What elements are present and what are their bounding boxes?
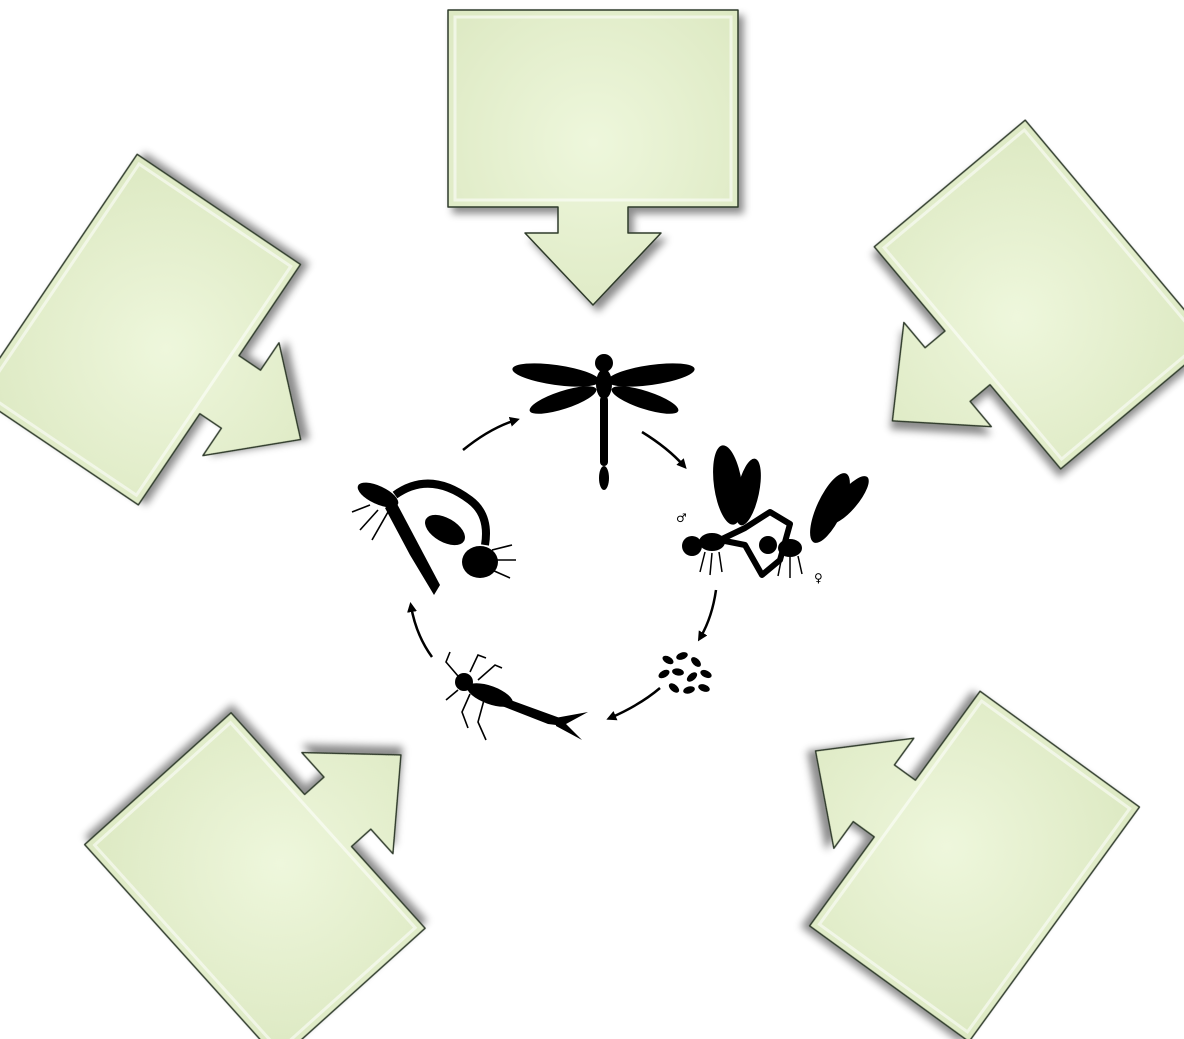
female-symbol: ♀ <box>814 571 823 585</box>
cycle-arrow-5 <box>407 602 434 658</box>
male-symbol: ♂ <box>676 511 687 525</box>
mating-pair-icon: ♂ ♀ <box>676 445 869 585</box>
callout-box-top <box>446 8 740 307</box>
cycle-arrow-1 <box>462 416 520 451</box>
emerging-adult-icon <box>351 479 516 595</box>
callout-box-lower-right <box>728 632 1141 1039</box>
cycle-arrow-4 <box>606 687 661 721</box>
callout-box-lower-left <box>83 645 500 1039</box>
nymph-icon <box>445 651 588 741</box>
cycle-arrows <box>407 416 718 721</box>
adult-dragonfly-icon <box>512 354 695 490</box>
callout-box-upper-left <box>0 152 384 562</box>
eggs-icon <box>658 652 712 694</box>
cycle-arrow-3 <box>697 589 718 642</box>
callout-box-upper-right <box>797 118 1184 534</box>
cycle-arrow-2 <box>641 430 687 469</box>
